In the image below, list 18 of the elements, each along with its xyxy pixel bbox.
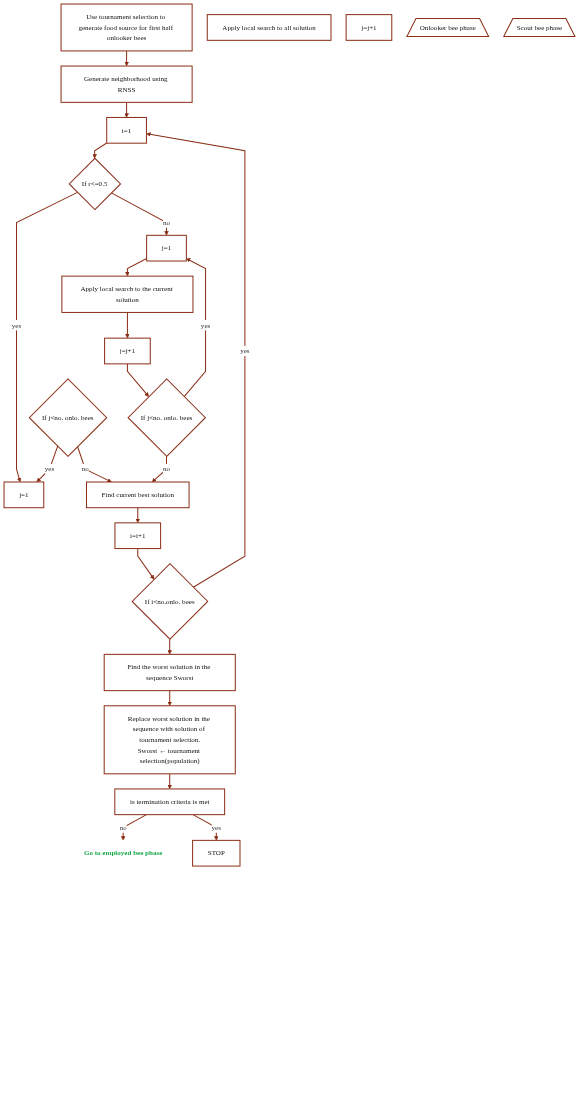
- arrow: [137, 548, 155, 580]
- arrow: [36, 445, 59, 483]
- arrow: [125, 258, 148, 277]
- arrow: [110, 192, 169, 236]
- arrow: [167, 773, 172, 790]
- arrow: [124, 50, 129, 67]
- arrow: [125, 311, 130, 339]
- arrow: [167, 690, 172, 706]
- arrow: [77, 446, 112, 483]
- arrow: [183, 258, 207, 398]
- arrow: [16, 191, 78, 483]
- arrow: [167, 638, 172, 655]
- arrow: [126, 363, 149, 397]
- arrow: [151, 455, 167, 483]
- arrow: [92, 142, 108, 159]
- arrow: [135, 507, 140, 524]
- arrow: [146, 132, 246, 588]
- arrow: [124, 101, 129, 118]
